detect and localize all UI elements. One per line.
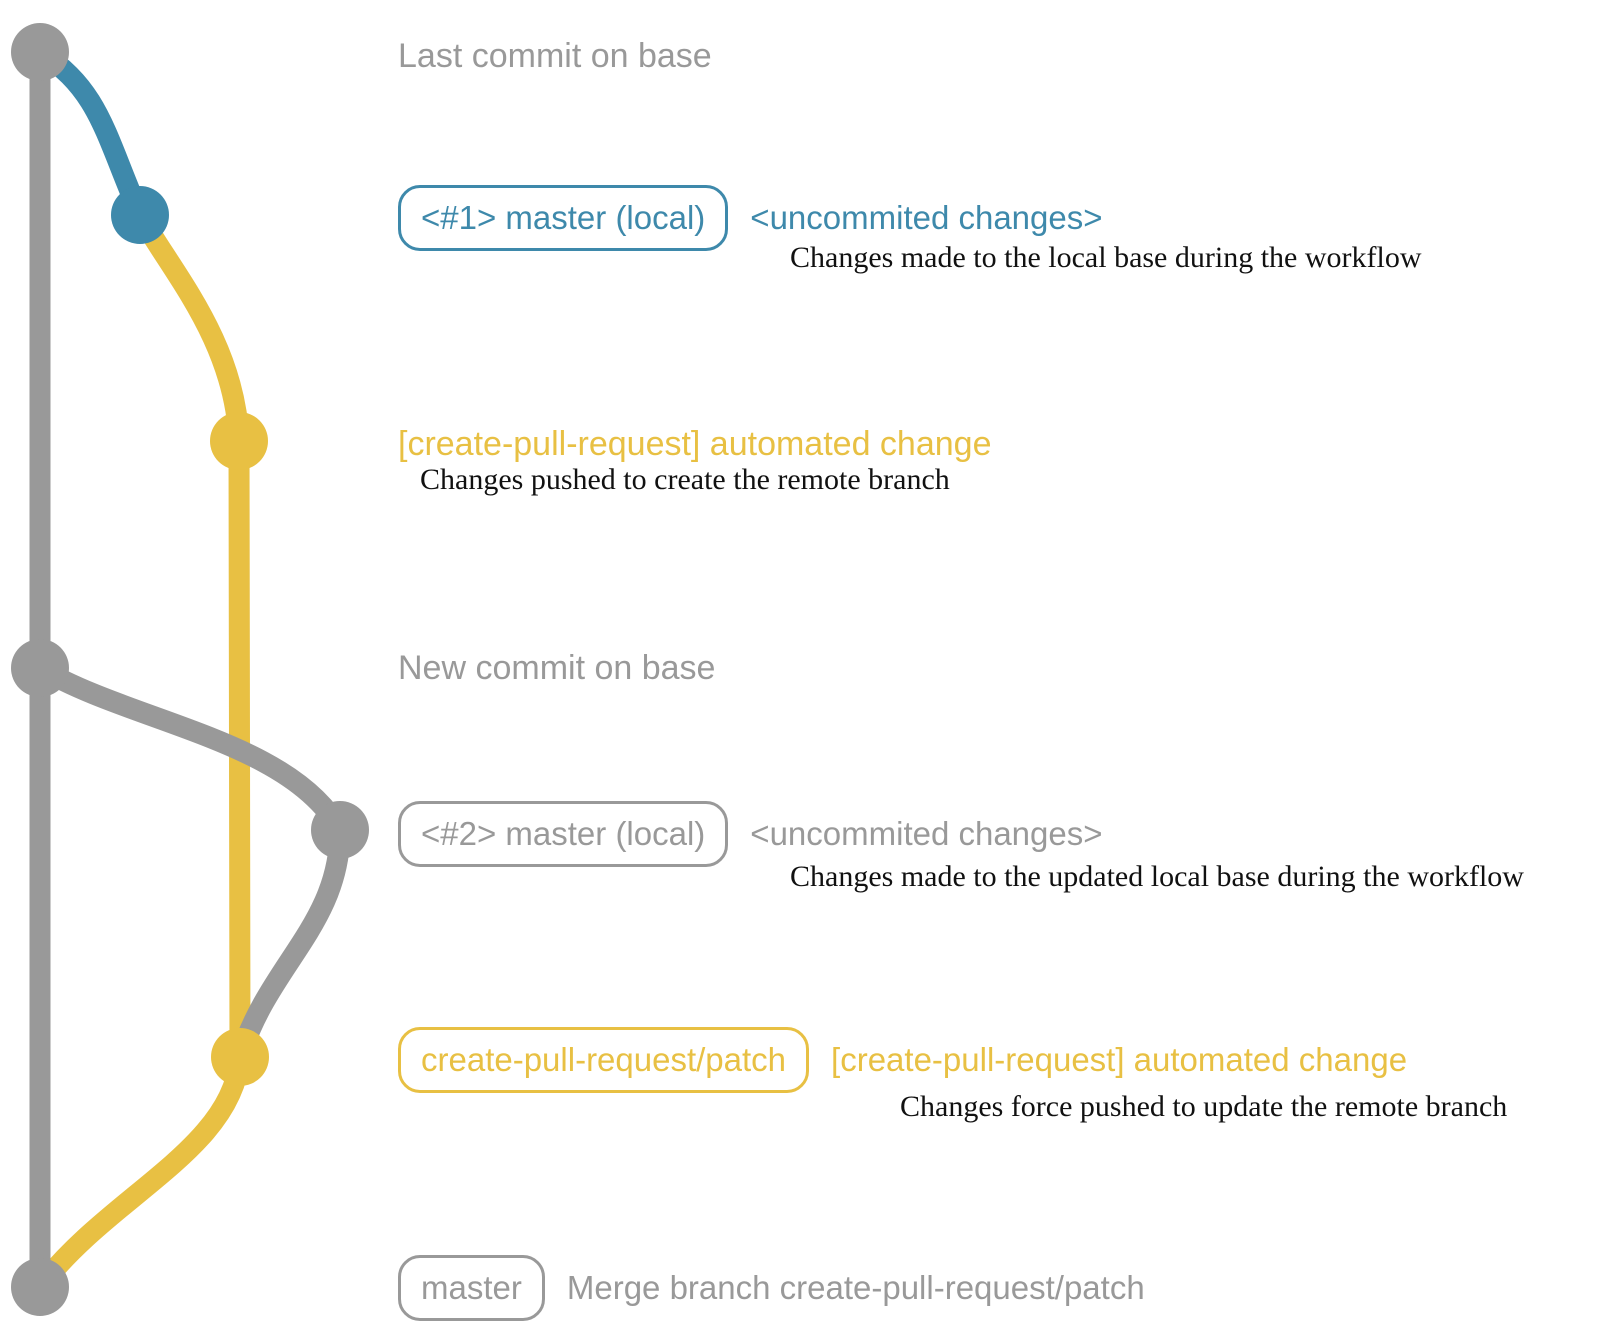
push1-message: [create-pull-request] automated change [398,425,992,463]
commit-dot-new-base [11,639,69,697]
commit-dot-patch-2 [211,1028,269,1086]
push2-message: [create-pull-request] automated change [831,1041,1408,1078]
commit-dot-local-2 [311,801,369,859]
commit-dot-merge [11,1258,69,1316]
push2-row: create-pull-request/patch [create-pull-r… [398,1027,1407,1093]
commit1-branch-badge: <#1> master (local) [398,185,729,251]
merge-branch-badge: master [398,1255,545,1321]
push2-description: Changes force pushed to update the remot… [900,1090,1508,1123]
merge-row: master Merge branch create-pull-request/… [398,1255,1145,1321]
push1-description: Changes pushed to create the remote bran… [420,463,950,496]
commit2-branch-badge: <#2> master (local) [398,801,729,867]
commit2-message: <uncommited changes> [750,815,1103,852]
commit1-message: <uncommited changes> [750,199,1103,236]
commit-dot-patch-1 [210,412,268,470]
new-commit-label: New commit on base [398,649,716,687]
last-commit-label: Last commit on base [398,37,712,75]
commit2-description: Changes made to the updated local base d… [790,860,1524,893]
git-graph [11,23,369,1316]
commit1-description: Changes made to the local base during th… [790,241,1422,274]
patch-branch-line [29,204,251,1298]
commit-dot-local-1 [111,186,169,244]
commit-dot-last-base [11,23,69,81]
commit1-row: <#1> master (local) <uncommited changes> [398,185,1103,251]
push2-branch-badge: create-pull-request/patch [398,1027,810,1093]
merge-message: Merge branch create-pull-request/patch [566,1269,1145,1306]
commit2-row: <#2> master (local) <uncommited changes> [398,801,1103,867]
local-master-2-line [29,657,351,1068]
